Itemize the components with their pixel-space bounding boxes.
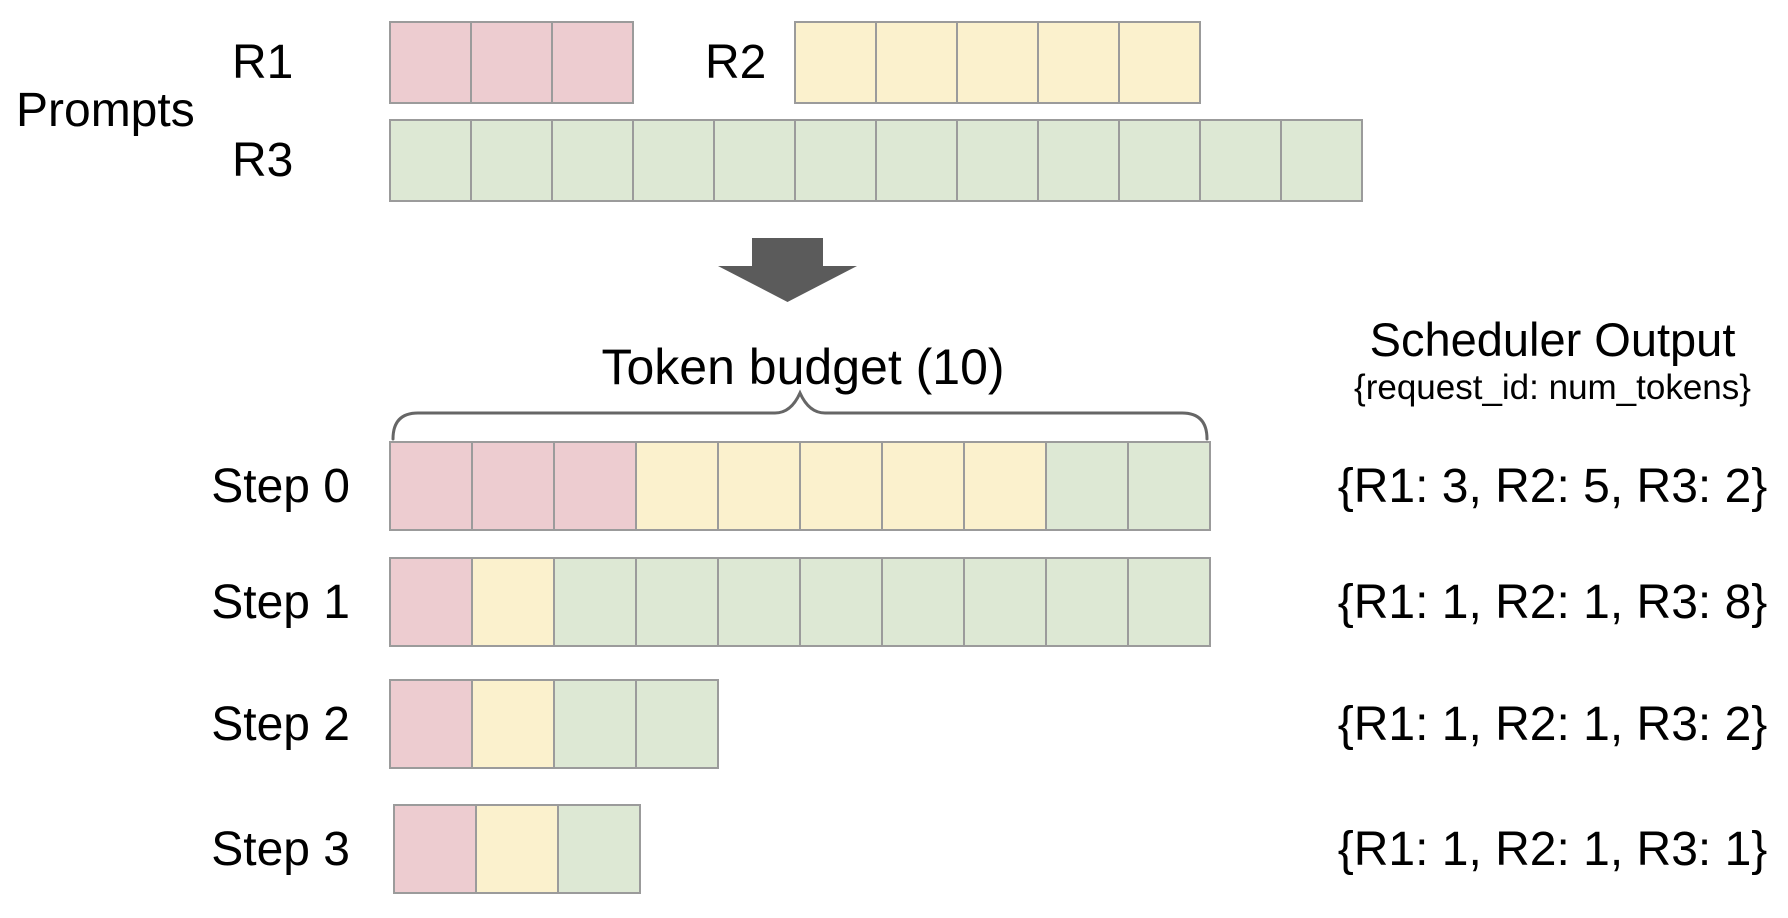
token-cell-r3 [1118,119,1200,201]
token-cell-r1 [551,21,633,103]
token-cell-r2 [717,441,800,530]
token-cell-r2 [794,21,876,103]
token-cell-r3 [956,119,1038,201]
token-cell-r3 [553,557,636,646]
step-0-label: Step 0 [211,459,350,513]
token-cell-r2 [881,441,964,530]
token-cell-r2 [799,441,882,530]
step-2-output: {R1: 1, R2: 1, R3: 2} [1337,697,1768,751]
token-cell-r3 [551,119,633,201]
scheduler-output-title: Scheduler Output [1369,313,1736,366]
step-3-row [392,803,641,894]
token-cell-r3 [389,119,471,201]
token-cell-r3 [1045,441,1128,530]
token-cell-r2 [1037,21,1119,103]
token-cell-r3 [881,557,964,646]
token-cell-r2 [963,441,1046,530]
token-budget-title: Token budget (10) [601,339,1005,395]
token-cell-r3 [1280,119,1362,201]
token-cell-r3 [1199,119,1281,201]
token-cell-r2 [471,679,554,768]
step-0-output: {R1: 3, R2: 5, R3: 2} [1337,459,1768,513]
token-cell-r3 [635,557,718,646]
prompts-section-label: Prompts [16,84,195,137]
step-0-row [388,440,1211,531]
token-cell-r3 [635,679,718,768]
token-cell-r2 [635,441,718,530]
token-cell-r3 [799,557,882,646]
token-cell-r3 [713,119,795,201]
token-cell-r3 [1037,119,1119,201]
token-cell-r3 [875,119,957,201]
token-cell-r1 [389,557,472,646]
token-cell-r3 [632,119,714,201]
token-cell-r3 [1127,441,1210,530]
step-2-row [388,678,719,769]
token-cell-r3 [794,119,876,201]
token-cell-r1 [393,804,476,893]
token-cell-r3 [557,804,640,893]
token-cell-r1 [471,441,554,530]
token-cell-r3 [1127,557,1210,646]
token-cell-r1 [389,679,472,768]
prompt-r1-row [388,20,634,104]
token-cell-r2 [1118,21,1200,103]
token-cell-r2 [875,21,957,103]
brace-path [391,389,1209,441]
token-cell-r1 [470,21,552,103]
prompt-r3-row [388,118,1363,202]
step-3-label: Step 3 [211,822,350,876]
step-1-output: {R1: 1, R2: 1, R3: 8} [1337,575,1768,629]
token-cell-r2 [475,804,558,893]
prompt-r2-row [793,20,1201,104]
token-cell-r1 [553,441,636,530]
token-cell-r3 [1045,557,1128,646]
scheduler-output-subtitle: {request_id: num_tokens} [1354,368,1751,407]
token-cell-r1 [389,441,472,530]
token-cell-r3 [470,119,552,201]
token-cell-r3 [717,557,800,646]
token-cell-r2 [471,557,554,646]
step-1-label: Step 1 [211,575,350,629]
token-cell-r3 [553,679,636,768]
step-2-label: Step 2 [211,697,350,751]
token-cell-r3 [963,557,1046,646]
prompt-r3-label: R3 [232,134,294,187]
token-cell-r1 [389,21,471,103]
down-arrow-shape [718,238,857,302]
prompt-r1-label: R1 [232,36,294,89]
token-cell-r2 [956,21,1038,103]
step-3-output: {R1: 1, R2: 1, R3: 1} [1337,822,1768,876]
token-budget-brace [391,389,1209,441]
step-1-row [388,556,1211,647]
down-arrow-icon [718,238,857,302]
prompt-r2-label: R2 [705,36,767,89]
